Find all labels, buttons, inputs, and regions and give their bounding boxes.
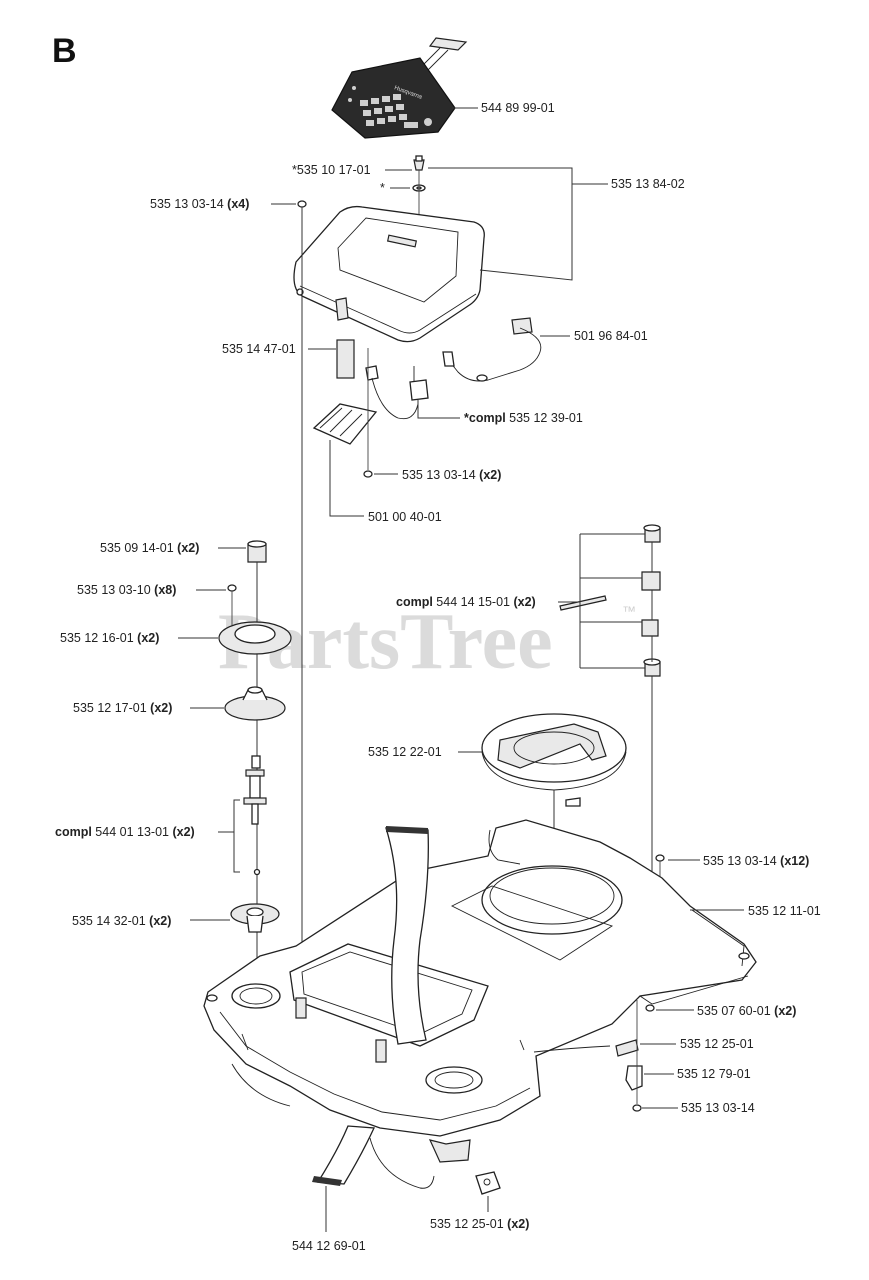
sensor-assembly[interactable]	[233, 755, 267, 876]
label-asterisk[interactable]: *	[380, 181, 385, 195]
cap-x2[interactable]	[247, 540, 267, 563]
leader-lines	[178, 107, 744, 1232]
label-535-14-47-01[interactable]: 535 14 47-01	[222, 342, 296, 356]
label-535-12-17-01[interactable]: 535 12 17-01 (x2)	[73, 701, 172, 715]
label-535-13-84-02[interactable]: 535 13 84-02	[611, 177, 685, 191]
label-535-10-17-01[interactable]: *535 10 17-01	[292, 163, 371, 177]
label-compl-544-01-13-01[interactable]: compl 544 01 13-01 (x2)	[55, 825, 195, 839]
screw-x8[interactable]	[227, 584, 237, 626]
label-535-12-11-01[interactable]: 535 12 11-01	[748, 904, 821, 918]
label-compl-535-12-39-01[interactable]: *compl 535 12 39-01	[464, 411, 583, 425]
label-535-13-03-14[interactable]: 535 13 03-14	[681, 1101, 755, 1115]
pad-x2[interactable]	[475, 1171, 501, 1195]
label-535-13-03-14-x12[interactable]: 535 13 03-14 (x12)	[703, 854, 809, 868]
watermark-tm: ™	[622, 603, 636, 619]
switch-harness[interactable]	[365, 365, 429, 420]
label-501-96-84-01[interactable]: 501 96 84-01	[574, 329, 648, 343]
top-cover[interactable]	[293, 205, 485, 343]
label-501-00-40-01[interactable]: 501 00 40-01	[368, 510, 442, 524]
label-535-12-25-01[interactable]: 535 12 25-01	[680, 1037, 754, 1051]
screw-x4[interactable]	[297, 200, 307, 990]
label-535-13-03-14-x4[interactable]: 535 13 03-14 (x4)	[150, 197, 249, 211]
label-535-14-32-01[interactable]: 535 14 32-01 (x2)	[72, 914, 171, 928]
fuse-part[interactable]	[336, 339, 355, 379]
screw-x2[interactable]	[363, 348, 373, 478]
round-lid[interactable]	[481, 713, 627, 807]
label-535-12-25-01-x2[interactable]: 535 12 25-01 (x2)	[430, 1217, 529, 1231]
bellows[interactable]	[224, 686, 286, 721]
main-chassis[interactable]	[203, 819, 757, 1189]
label-compl-544-14-15-01[interactable]: compl 544 14 15-01 (x2)	[396, 595, 536, 609]
ribbon-cable[interactable]	[312, 826, 429, 1186]
cable-assembly[interactable]	[442, 317, 542, 382]
label-535-12-79-01[interactable]: 535 12 79-01	[677, 1067, 751, 1081]
collar[interactable]	[230, 903, 280, 933]
part-labels: 544 89 99-01 *535 10 17-01 * 535 13 84-0…	[55, 101, 821, 1253]
section-letter: B	[52, 32, 77, 70]
label-535-13-03-10[interactable]: 535 13 03-10 (x8)	[77, 583, 176, 597]
pad-and-bracket[interactable]	[615, 1000, 655, 1112]
label-544-12-69-01[interactable]: 544 12 69-01	[292, 1239, 366, 1253]
label-535-13-03-14-x2[interactable]: 535 13 03-14 (x2)	[402, 468, 501, 482]
label-535-12-22-01[interactable]: 535 12 22-01	[368, 745, 442, 759]
label-535-07-60-01[interactable]: 535 07 60-01 (x2)	[697, 1004, 796, 1018]
circuit-board[interactable]	[312, 403, 378, 445]
label-544-89-99-01[interactable]: 544 89 99-01	[481, 101, 555, 115]
label-535-09-14-01[interactable]: 535 09 14-01 (x2)	[100, 541, 199, 555]
label-535-12-16-01[interactable]: 535 12 16-01 (x2)	[60, 631, 159, 645]
knob[interactable]	[412, 155, 426, 245]
ring-plate[interactable]	[218, 621, 292, 655]
keypad-overlay[interactable]: Husqvarna	[331, 37, 468, 139]
